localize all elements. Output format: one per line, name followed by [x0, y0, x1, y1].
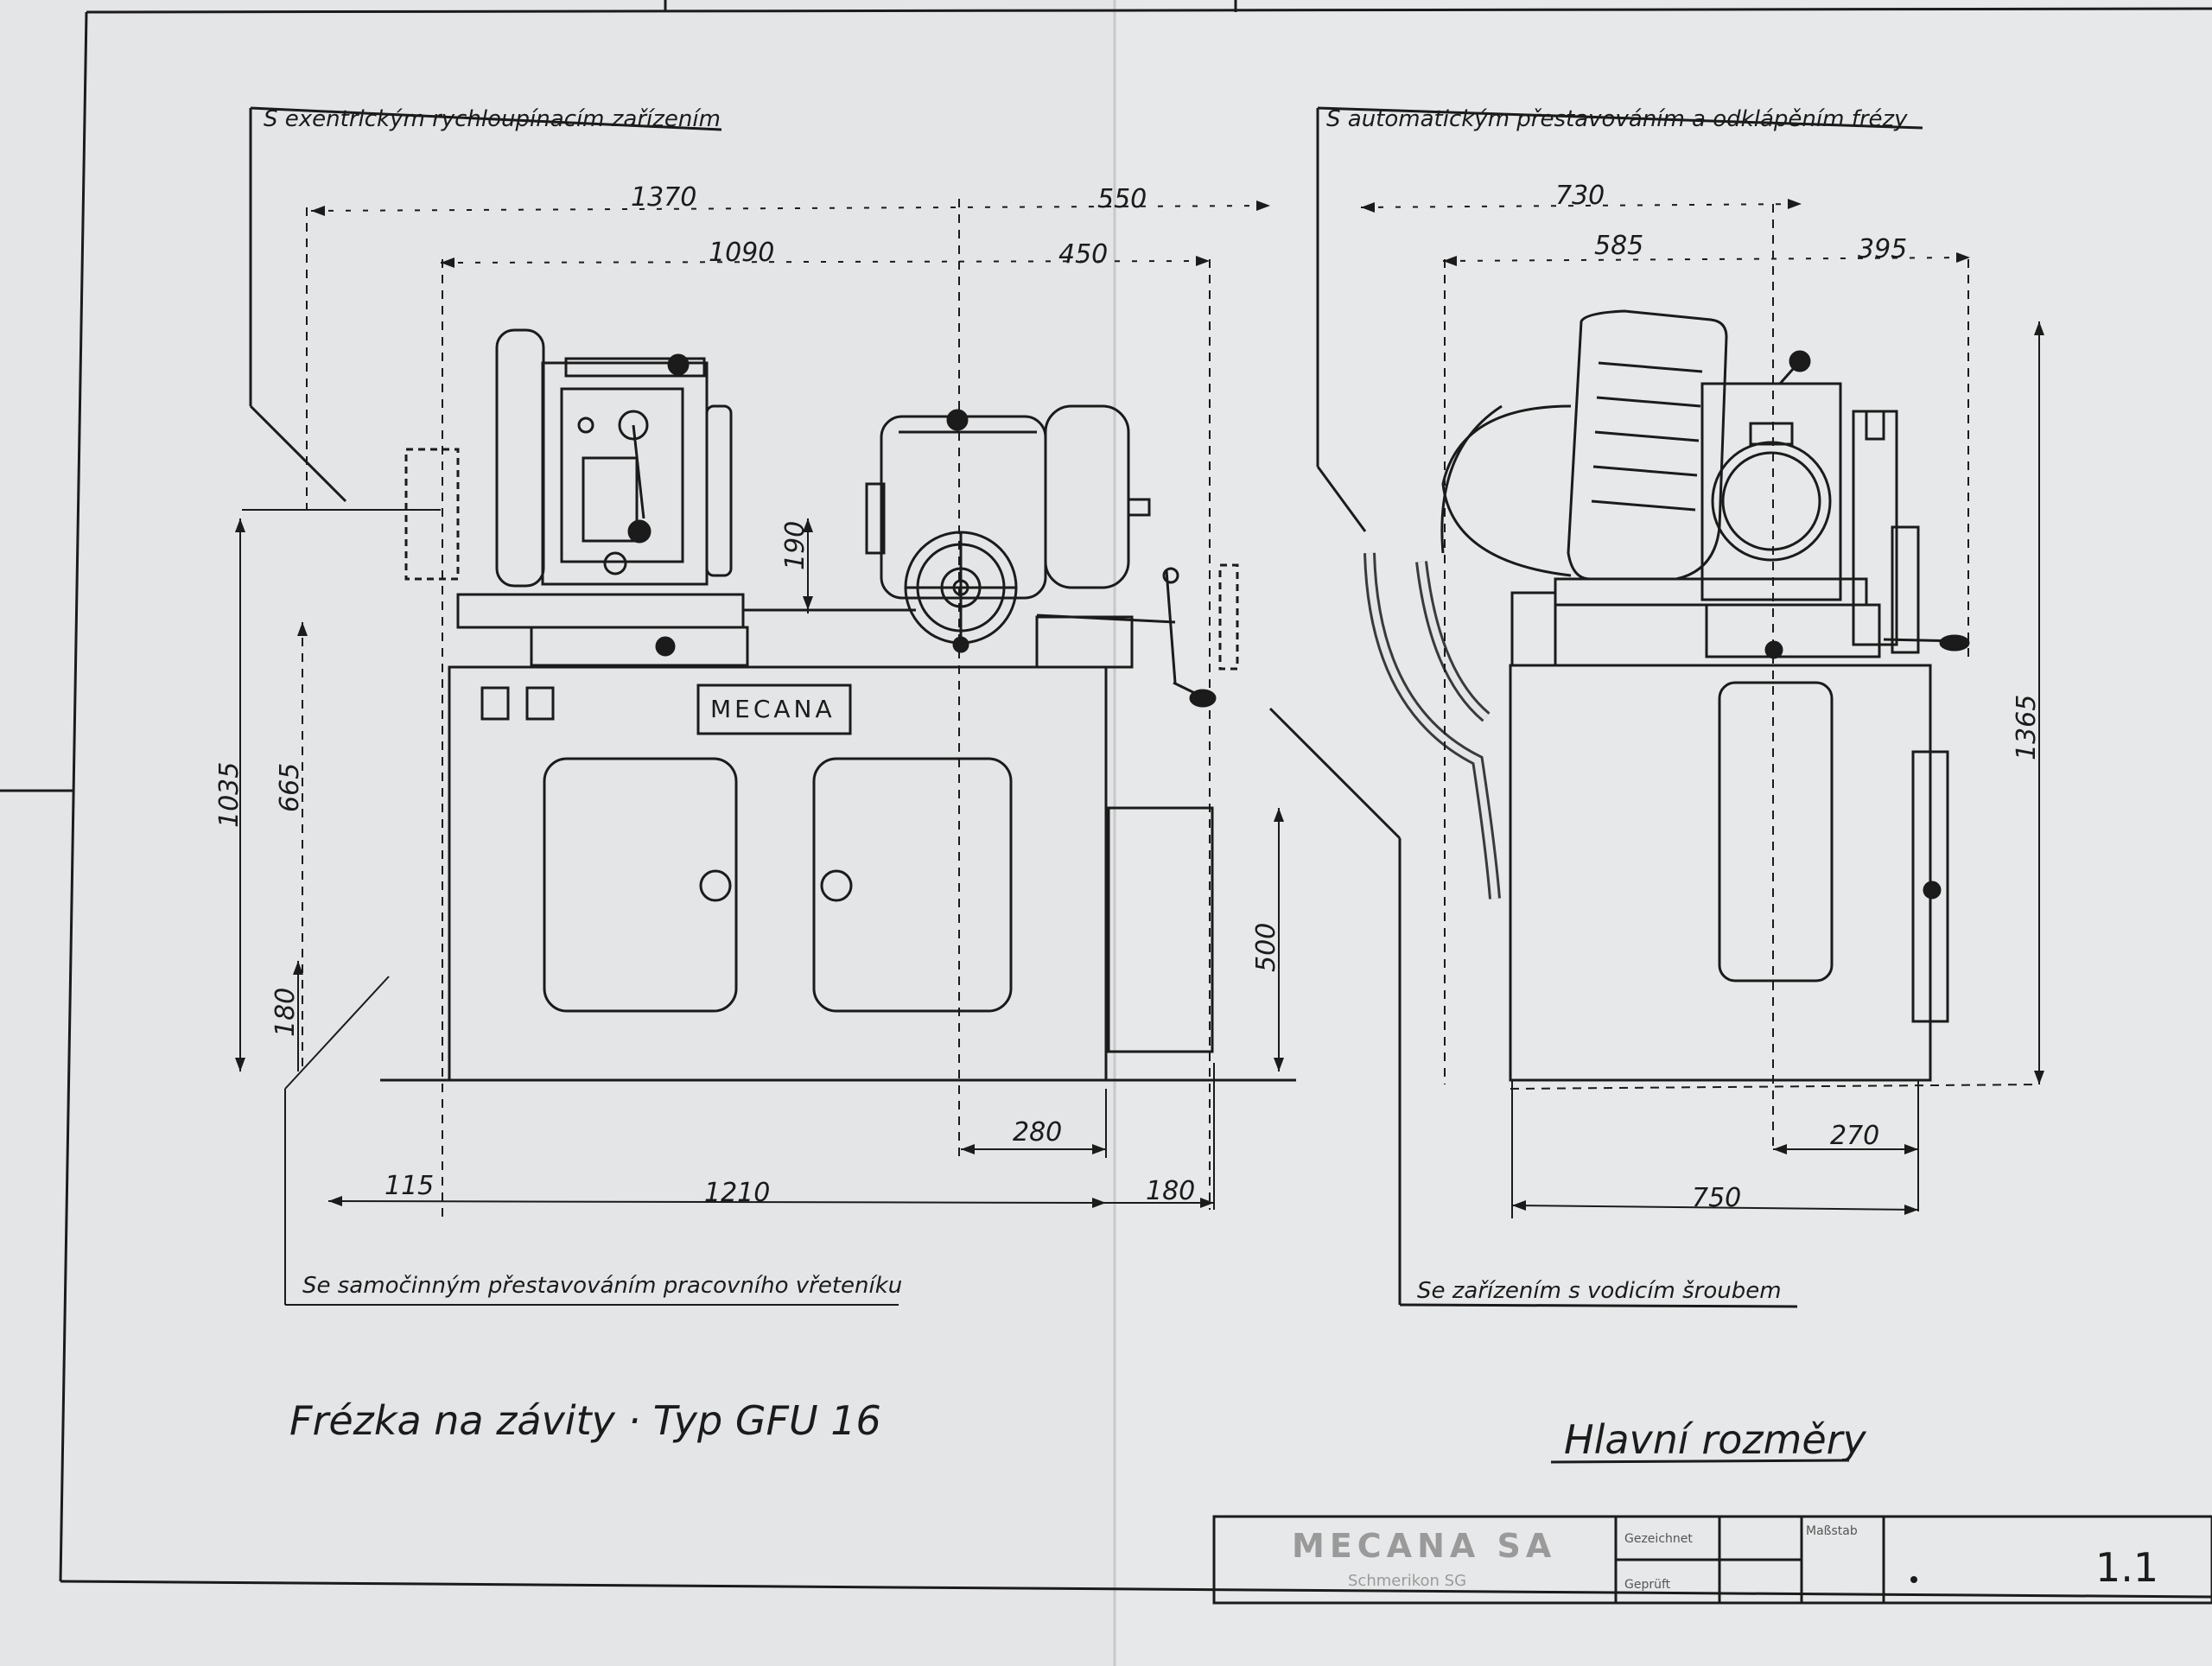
dim-115: 115	[385, 1171, 434, 1201]
label-top-right: S automatickým přestavováním a odklápění…	[1326, 106, 1908, 132]
dim-730: 730	[1555, 181, 1605, 211]
right-dimension-lines	[1268, 106, 2040, 1308]
subtitle-underline	[1550, 1459, 1850, 1464]
dim-395: 395	[1858, 234, 1907, 264]
label-bottom-right: Se zařízením s vodicím šroubem	[1417, 1278, 1782, 1304]
dim-1090: 1090	[709, 238, 774, 268]
drawing-frame	[0, 0, 2212, 1599]
dim-1365: 1365	[2012, 695, 2042, 760]
dim-270: 270	[1830, 1121, 1879, 1151]
left-dimension-lines	[239, 106, 1280, 1306]
dim-1035: 1035	[214, 762, 245, 828]
dimension-arrows	[235, 199, 2044, 1215]
dim-500: 500	[1251, 923, 1281, 972]
dim-450: 450	[1058, 239, 1108, 270]
dim-1370: 1370	[631, 182, 696, 213]
label-top-left: S exentrickým rychloupínacím zařízením	[264, 106, 721, 132]
dim-750: 750	[1692, 1183, 1741, 1213]
drawing-title: Frézka na závity · Typ GFU 16	[289, 1397, 881, 1444]
dim-550: 550	[1097, 184, 1147, 214]
drawing-subtitle: Hlavní rozměry	[1564, 1416, 1867, 1463]
dim-665: 665	[275, 763, 305, 812]
dim-180-h: 180	[1146, 1176, 1195, 1206]
machine-nameplate: MECANA	[710, 695, 836, 723]
dim-585: 585	[1594, 231, 1643, 261]
title-block-scale: Maßstab	[1806, 1524, 1858, 1538]
label-bottom-left: Se samočinným přestavováním pracovního v…	[302, 1273, 902, 1299]
title-block-drawn: Gezeichnet	[1624, 1532, 1693, 1546]
title-block	[1212, 1515, 2212, 1605]
title-block-checked: Geprüft	[1624, 1578, 1671, 1592]
dim-180-v: 180	[270, 988, 301, 1037]
sheet-number: 1.1	[2095, 1544, 2158, 1591]
dim-280: 280	[1013, 1117, 1062, 1148]
title-block-company: MECANA SA	[1292, 1527, 1556, 1565]
left-machine-view	[380, 328, 1296, 1082]
title-block-city: Schmerikon SG	[1348, 1572, 1466, 1590]
dim-1210: 1210	[704, 1178, 770, 1208]
right-machine-view	[1363, 309, 1970, 1082]
title-block-dot	[1910, 1576, 1917, 1583]
dim-190: 190	[780, 521, 810, 570]
